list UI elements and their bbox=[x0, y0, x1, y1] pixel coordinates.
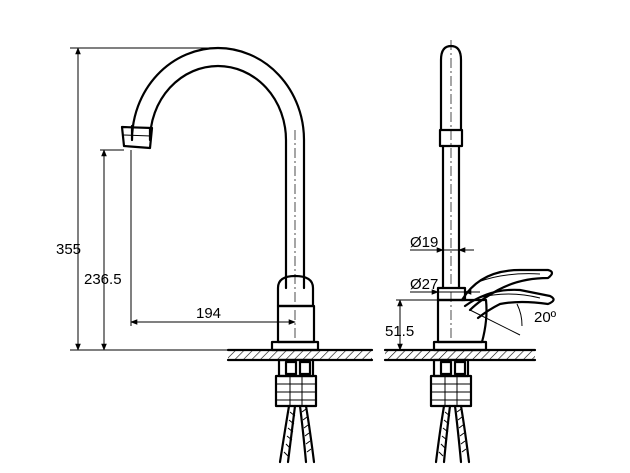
dim-handle-angle bbox=[469, 303, 523, 336]
label-spout-reach: 194 bbox=[196, 305, 221, 322]
dim-total-height bbox=[70, 47, 228, 351]
side-view: 20º Ø19 Ø27 51.5 bbox=[383, 40, 557, 464]
lever-handle bbox=[460, 268, 555, 320]
mounting-nut-front bbox=[274, 358, 318, 408]
countertop-front bbox=[226, 348, 374, 362]
label-base-height: 51.5 bbox=[385, 323, 414, 340]
label-body-diameter: Ø27 bbox=[410, 276, 438, 293]
label-handle-angle: 20º bbox=[534, 309, 557, 326]
spout bbox=[120, 46, 306, 290]
supply-hoses-side bbox=[434, 404, 471, 464]
label-tube-diameter: Ø19 bbox=[410, 234, 438, 251]
countertop-side bbox=[383, 348, 537, 362]
label-spout-height: 236.5 bbox=[84, 271, 122, 288]
front-view: 355 236.5 194 bbox=[56, 46, 374, 464]
label-total-height: 355 bbox=[56, 241, 81, 258]
dim-spout-reach bbox=[130, 150, 296, 326]
dim-spout-height bbox=[100, 149, 124, 351]
dim-base-height bbox=[396, 299, 438, 351]
mounting-nut-side bbox=[429, 358, 473, 408]
supply-hoses-front bbox=[278, 404, 316, 464]
